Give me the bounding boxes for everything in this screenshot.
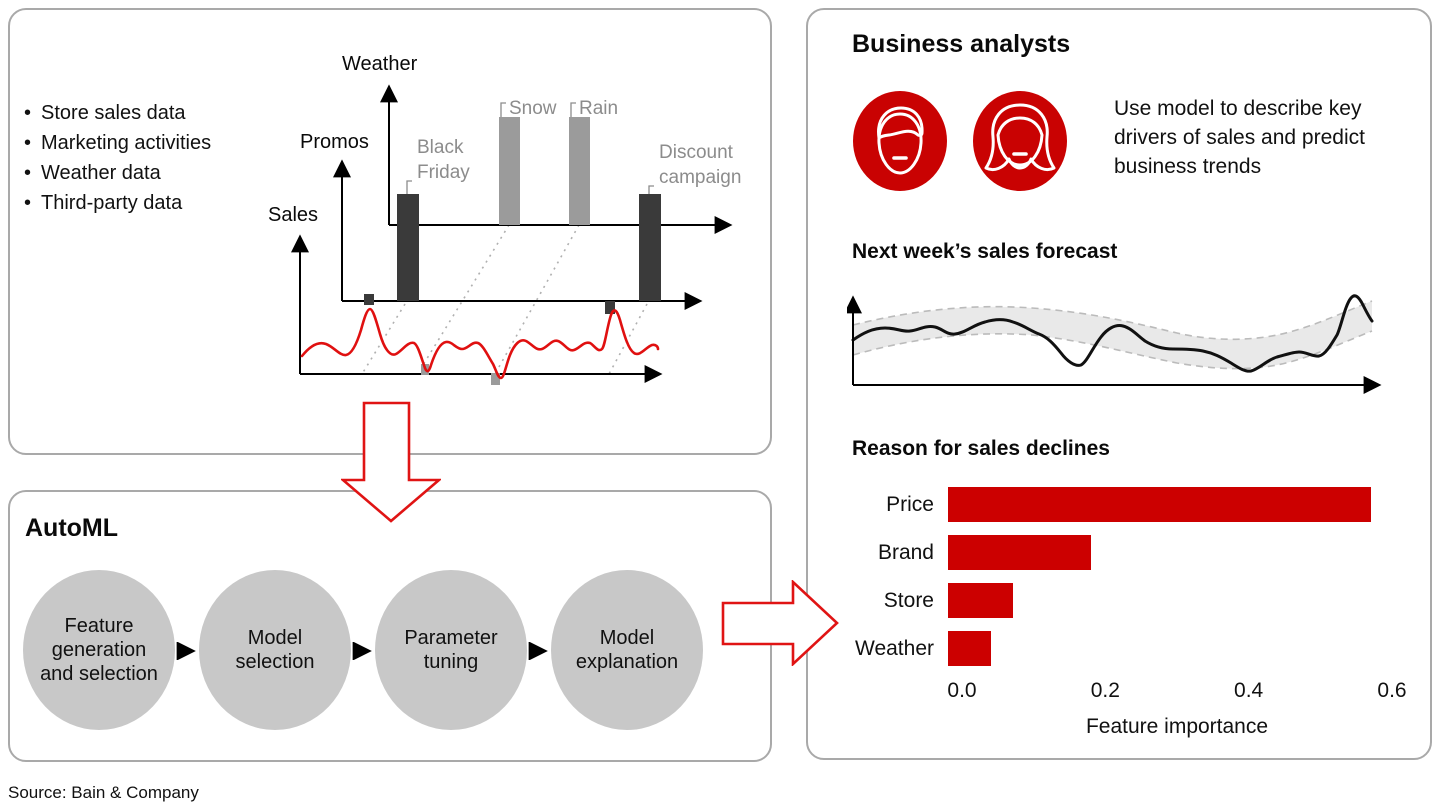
bar-row: Brand (850, 535, 1410, 570)
snow-bar (499, 117, 520, 225)
input-data-list: Store sales data Marketing activities We… (24, 98, 211, 218)
step-arrow-icon (352, 642, 372, 660)
rain-label: Rain (579, 98, 618, 119)
bar-price (948, 487, 1371, 522)
step-feature-generation: Feature generation and selection (23, 570, 175, 730)
confidence-band-edges (852, 300, 1373, 370)
discount-campaign-bar (639, 194, 661, 301)
correlation-dotted-lines (361, 224, 648, 375)
label-leader-lines (406, 102, 654, 194)
down-flow-arrow (341, 401, 441, 523)
snow-label: Snow (509, 98, 557, 119)
stacked-timeseries-diagram: Weather Promos Sales Snow Rain Black Fri… (268, 53, 741, 385)
bullet-store-sales: Store sales data (41, 102, 186, 124)
black-friday-label-line1: Black (417, 137, 464, 158)
step-label: Model explanation (575, 627, 679, 673)
source-note: Source: Bain & Company (8, 783, 199, 802)
analyst-description: Use model to describe key drivers of sal… (1114, 97, 1365, 178)
promos-axis-label: Promos (300, 131, 369, 153)
weather-axis-label: Weather (342, 53, 418, 75)
bullet-weather: Weather data (41, 162, 161, 184)
forecast-axes (847, 295, 1382, 394)
bar-brand (948, 535, 1091, 570)
rain-bar (569, 117, 590, 225)
bar-row: Price (850, 487, 1410, 522)
step-label: Parameter tuning (404, 627, 498, 673)
list-item: Marketing activities (24, 128, 211, 158)
bullet-marketing: Marketing activities (41, 132, 212, 154)
discount-label-line2: campaign (659, 167, 741, 188)
step-parameter-tuning: Parameter tuning (375, 570, 527, 730)
bar-category-label: Brand (877, 540, 934, 564)
bullet-third-party: Third-party data (41, 192, 183, 214)
reasons-xticks: 0.0 0.2 0.4 0.6 (947, 679, 1410, 705)
step-label: Model selection (235, 627, 315, 673)
step-label: Feature generation and selection (40, 615, 158, 685)
sales-dip-marker (491, 373, 500, 385)
right-flow-arrow (721, 580, 839, 666)
bar-category-label: Store (883, 588, 934, 612)
black-friday-bar (397, 194, 419, 301)
x-axis-label: Feature importance (1085, 715, 1269, 738)
sales-spike-marker (364, 294, 374, 305)
list-item: Store sales data (24, 98, 211, 128)
bar-category-label: Weather (855, 636, 934, 660)
x-tick-label: 0.4 (1234, 679, 1264, 702)
bar-store (948, 583, 1013, 618)
business-analysts-panel: Business analysts Use model to describe … (806, 8, 1432, 760)
black-friday-label-line2: Friday (417, 162, 470, 183)
forecast-line (851, 294, 1374, 373)
automl-panel: AutoML Feature generation and selection … (8, 490, 772, 762)
male-analyst-icon (853, 91, 947, 191)
sales-axis-label: Sales (268, 204, 318, 226)
confidence-band (853, 301, 1372, 369)
list-item: Weather data (24, 158, 211, 188)
bar-row: Weather (850, 631, 1410, 666)
bar-weather (948, 631, 991, 666)
sales-spike-marker (605, 301, 615, 314)
female-analyst-icon (973, 91, 1067, 191)
input-data-panel: Store sales data Marketing activities We… (8, 8, 772, 455)
x-tick-label: 0.6 (1377, 679, 1407, 702)
weather-axis (380, 84, 733, 234)
automl-title: AutoML (25, 514, 119, 542)
discount-label-line1: Discount (659, 142, 734, 163)
step-arrow-icon (176, 642, 196, 660)
bar-category-label: Price (886, 492, 934, 516)
sales-series-line (300, 307, 660, 380)
bar-row: Store (850, 583, 1410, 618)
list-item: Third-party data (24, 188, 211, 218)
sales-forecast-chart (847, 294, 1382, 394)
x-tick-label: 0.0 (947, 679, 977, 702)
forecast-title: Next week’s sales forecast (852, 240, 1118, 263)
step-arrow-icon (528, 642, 548, 660)
step-model-explanation: Model explanation (551, 570, 703, 730)
x-tick-label: 0.2 (1090, 679, 1120, 702)
reasons-title: Reason for sales declines (852, 437, 1110, 460)
sales-axis (291, 234, 663, 383)
step-model-selection: Model selection (199, 570, 351, 730)
business-analysts-title: Business analysts (852, 30, 1071, 58)
